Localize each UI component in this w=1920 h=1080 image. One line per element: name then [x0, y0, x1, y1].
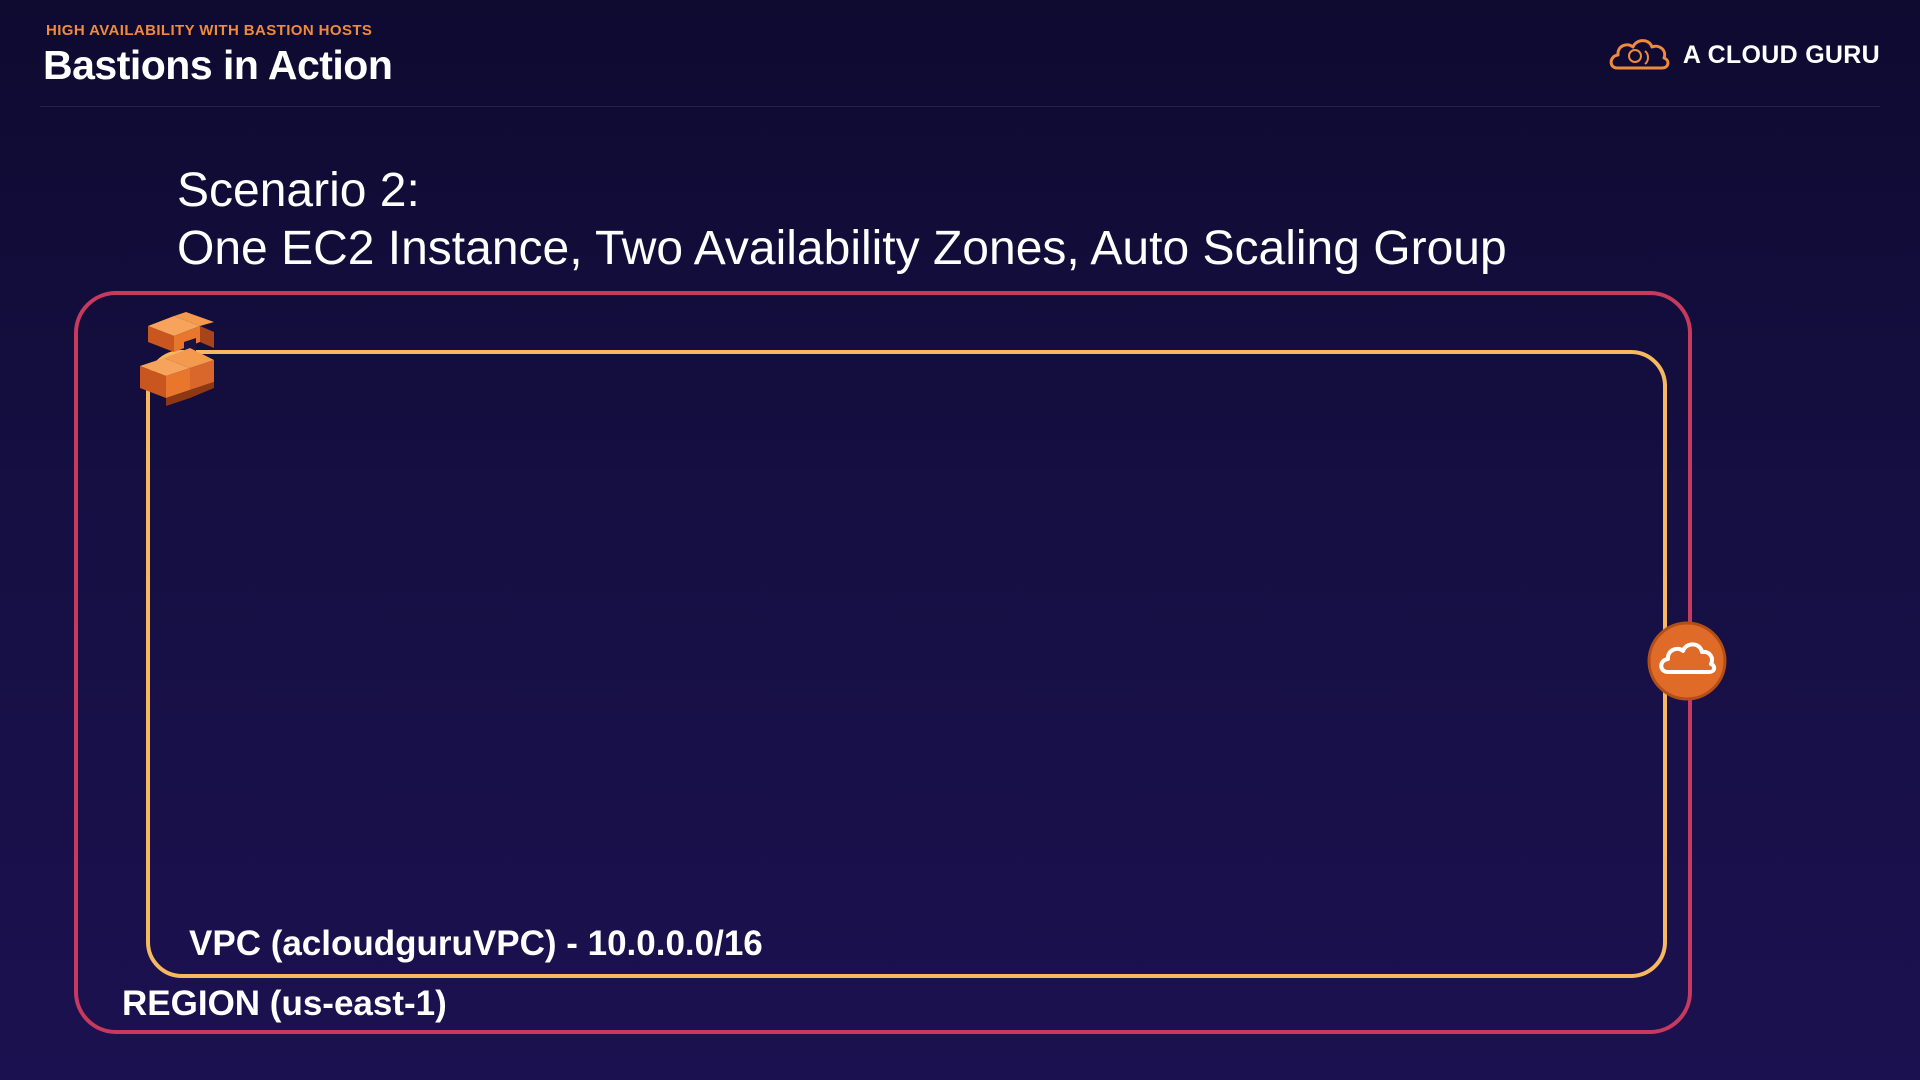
header-divider — [40, 106, 1880, 107]
scenario-heading: Scenario 2: One EC2 Instance, Two Availa… — [177, 162, 1507, 278]
section-eyebrow: HIGH AVAILABILITY WITH BASTION HOSTS — [46, 22, 373, 39]
scenario-subtitle: One EC2 Instance, Two Availability Zones… — [177, 222, 1507, 275]
vpc-icon — [140, 312, 214, 406]
scenario-title: Scenario 2: — [177, 164, 420, 217]
internet-gateway-icon — [1647, 621, 1727, 701]
vpc-label: VPC (acloudguruVPC) - 10.0.0.0/16 — [189, 924, 763, 963]
page-title: Bastions in Action — [43, 42, 393, 88]
brand-logo-group: A CLOUD GURU — [1607, 34, 1880, 76]
brand-cloud-icon — [1609, 39, 1670, 70]
vpc-boundary — [146, 350, 1667, 978]
region-label: REGION (us-east-1) — [122, 984, 447, 1023]
brand-name: A CLOUD GURU — [1682, 40, 1880, 69]
